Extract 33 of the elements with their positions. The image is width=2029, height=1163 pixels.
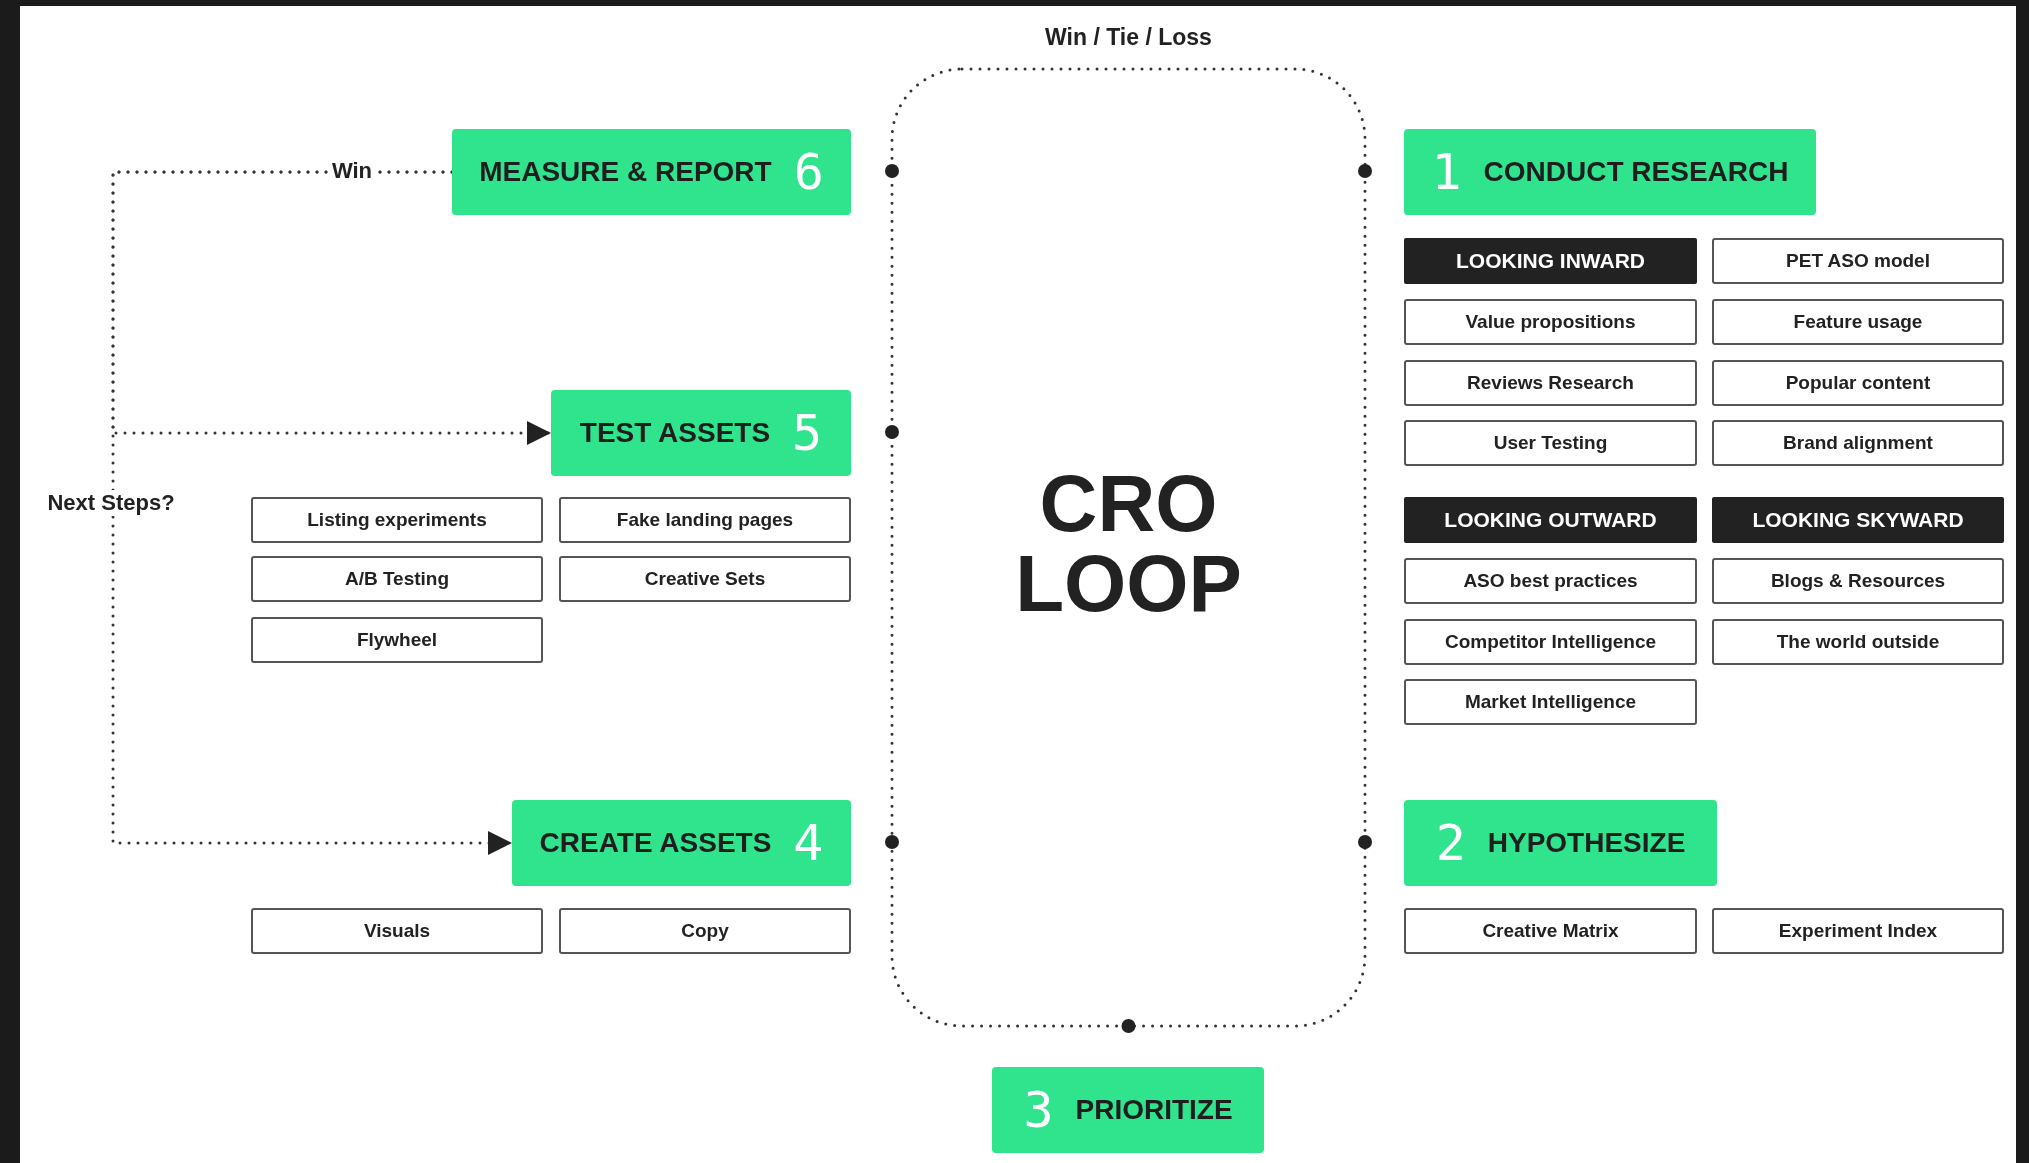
- loop-result-label: Win / Tie / Loss: [1045, 24, 1212, 50]
- item-box: PET ASO model: [1712, 238, 2004, 284]
- item-box: ASO best practices: [1404, 558, 1697, 604]
- item-box: Copy: [559, 908, 851, 954]
- item-box: The world outside: [1712, 619, 2004, 665]
- item-box: Brand alignment: [1712, 420, 2004, 466]
- category-header: LOOKING INWARD: [1404, 238, 1697, 284]
- item-box: Flywheel: [251, 617, 543, 663]
- item-box: Market Intelligence: [1404, 679, 1697, 725]
- item-box: User Testing: [1404, 420, 1697, 466]
- step-box: MEASURE & REPORT 6: [452, 129, 851, 215]
- item-box: Fake landing pages: [559, 497, 851, 543]
- item-box: Creative Sets: [559, 556, 851, 602]
- category-header: LOOKING OUTWARD: [1404, 497, 1697, 543]
- category-header: LOOKING SKYWARD: [1712, 497, 2004, 543]
- item-box: A/B Testing: [251, 556, 543, 602]
- item-box: Reviews Research: [1404, 360, 1697, 406]
- step-box: TEST ASSETS 5: [551, 390, 851, 476]
- item-box: Feature usage: [1712, 299, 2004, 345]
- item-box: Experiment Index: [1712, 908, 2004, 954]
- item-box: Popular content: [1712, 360, 2004, 406]
- item-box: Listing experiments: [251, 497, 543, 543]
- item-box: Competitor Intelligence: [1404, 619, 1697, 665]
- item-box: Visuals: [251, 908, 543, 954]
- step-box: 1 CONDUCT RESEARCH: [1404, 129, 1816, 215]
- item-box: Creative Matrix: [1404, 908, 1697, 954]
- item-box: Blogs & Resources: [1712, 558, 2004, 604]
- item-box: Value propositions: [1404, 299, 1697, 345]
- loop-title: CRO LOOP: [1014, 464, 1243, 624]
- step-box: CREATE ASSETS 4: [512, 800, 851, 886]
- step-box: 2 HYPOTHESIZE: [1404, 800, 1717, 886]
- step-box: 3 PRIORITIZE: [992, 1067, 1264, 1153]
- connector-arrow: [111, 170, 514, 855]
